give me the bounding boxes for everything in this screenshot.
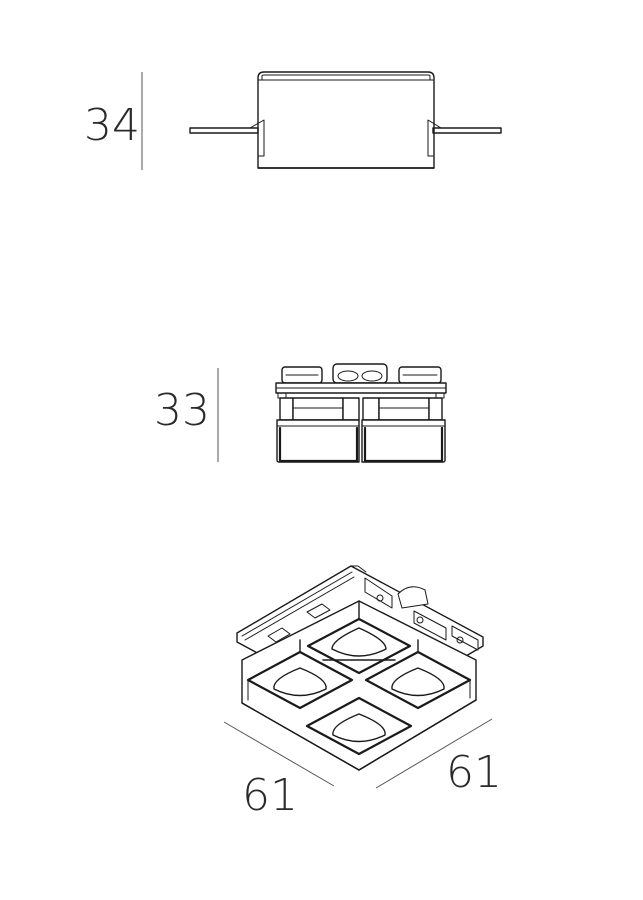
iso-module-walls <box>247 600 471 701</box>
iso-lens-right <box>364 650 472 710</box>
front-light-modules <box>276 419 446 463</box>
left-width-label: 61 <box>242 770 298 821</box>
side-housing <box>257 71 435 169</box>
front-mounting-plate <box>275 382 447 399</box>
iso-lens-bottom <box>305 696 413 756</box>
left-width-dimension-line <box>223 721 335 787</box>
right-width-dimension-line <box>375 718 493 789</box>
front-top-connectors <box>281 363 442 384</box>
front-height-label: 33 <box>154 385 210 436</box>
front-driver-bodies <box>279 397 443 421</box>
side-height-label: 34 <box>84 100 140 151</box>
front-view: 33 <box>154 363 447 463</box>
side-view: 34 <box>84 71 502 170</box>
left-spring-clip <box>189 119 265 157</box>
right-spring-clip <box>427 119 502 157</box>
isometric-view: 61 61 <box>223 565 502 821</box>
iso-lens-top <box>306 617 412 675</box>
iso-lens-left <box>246 650 354 710</box>
right-width-label: 61 <box>446 747 502 798</box>
